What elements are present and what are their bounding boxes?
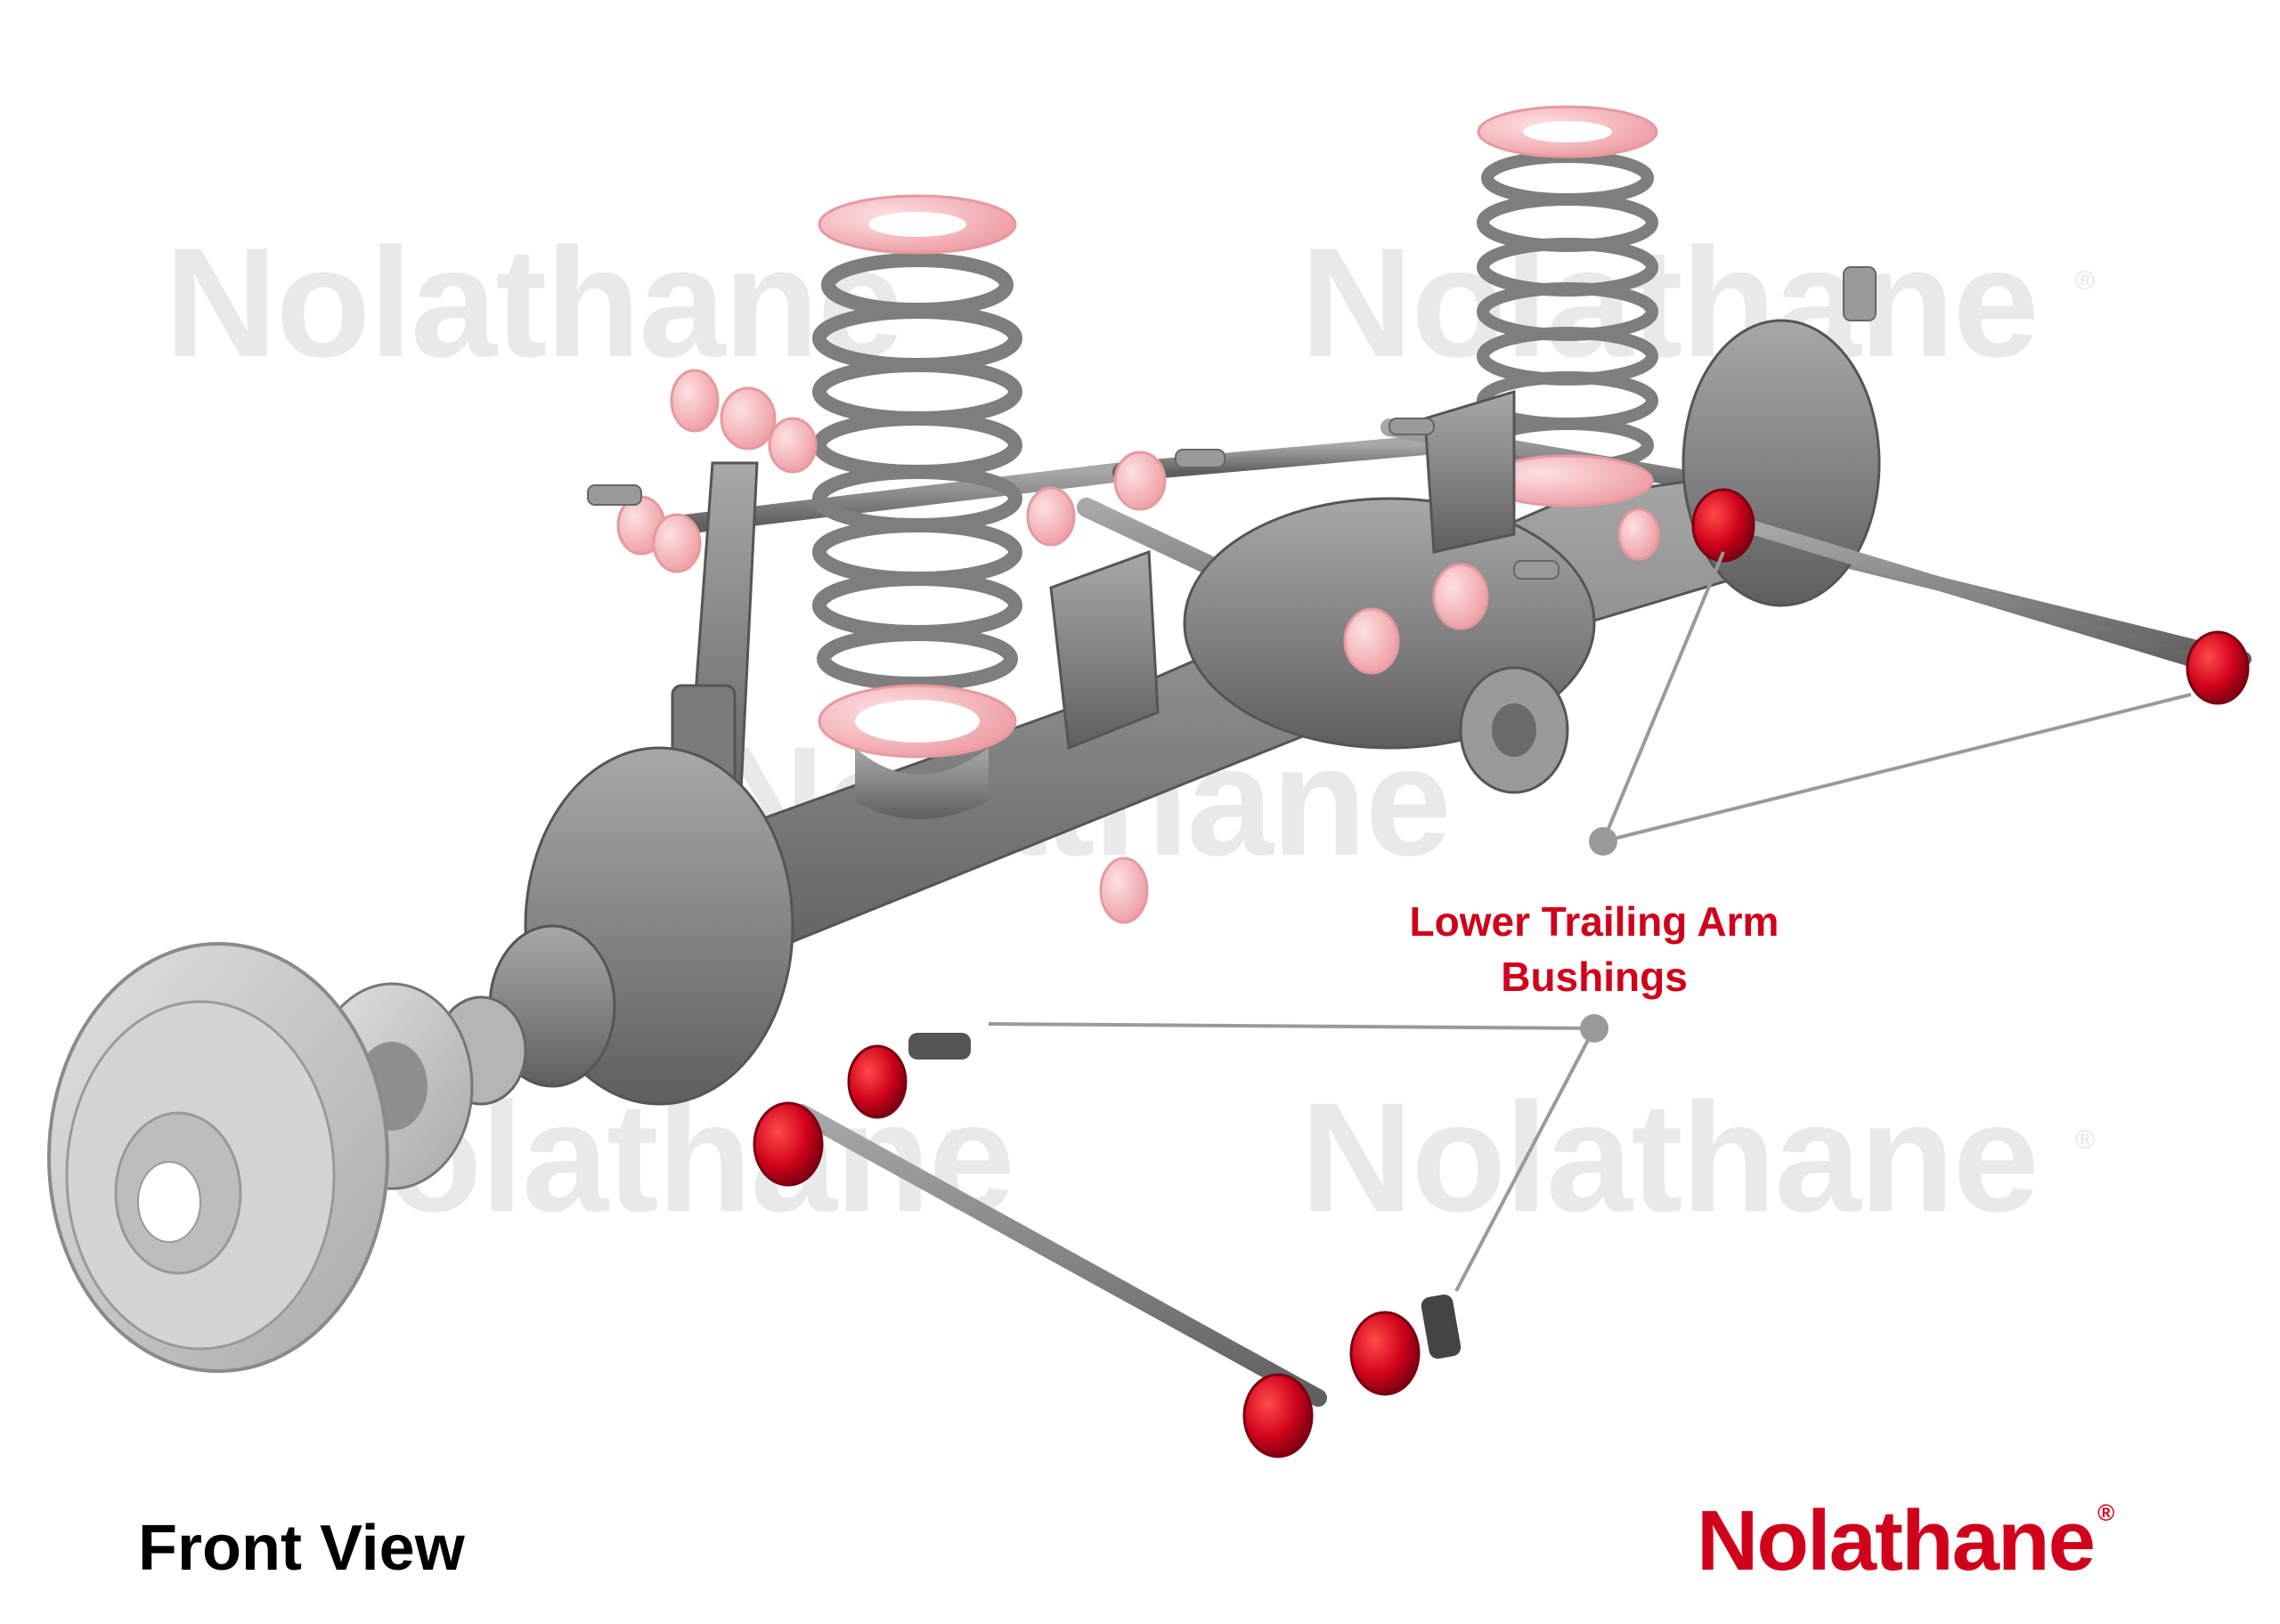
watermark-bottom-right: Nolathane bbox=[1300, 1071, 2038, 1245]
brake-rotor bbox=[47, 942, 389, 1373]
left-coil-spring bbox=[812, 253, 1022, 691]
callout-label-line2: Bushings bbox=[1501, 954, 1688, 1000]
watermark-registered-mark: ® bbox=[2075, 1125, 2095, 1155]
lower-trailing-arm-bushing bbox=[753, 1101, 824, 1187]
pin bbox=[908, 1033, 971, 1060]
callout-label-line1: Lower Trailing Arm bbox=[1409, 898, 1779, 945]
brand-name: Nolathane bbox=[1697, 1493, 2096, 1588]
watermark-registered-mark: ® bbox=[2075, 266, 2095, 296]
callout-dot bbox=[1580, 1014, 1608, 1043]
left-spring-bottom-pad-hole bbox=[855, 700, 980, 743]
right-spring-top-pad-hole bbox=[1523, 121, 1612, 142]
watermark-registered-mark: ® bbox=[944, 1125, 964, 1155]
brand-registered-mark: ® bbox=[2097, 1499, 2114, 1526]
lower-trailing-arm-bushing bbox=[1242, 1373, 1314, 1458]
lower-trailing-arm-bushing bbox=[847, 1044, 908, 1119]
pins bbox=[587, 266, 1877, 580]
watermark-top-right: Nolathane bbox=[1300, 216, 2038, 390]
callout-label: Lower Trailing Arm Bushings bbox=[1274, 894, 1915, 1004]
lower-trailing-arm-bushing bbox=[2186, 630, 2250, 705]
axle-brackets bbox=[1049, 389, 1516, 751]
left-spring-top-pad-hole bbox=[868, 212, 966, 237]
callout-leaders bbox=[988, 551, 2192, 1292]
watermark-top-left: Nolathane bbox=[165, 216, 902, 390]
lower-trailing-arms bbox=[793, 518, 2225, 1407]
view-label: Front View bbox=[138, 1513, 465, 1584]
brand-logo: Nolathane® bbox=[1697, 1492, 2114, 1590]
lower-trailing-arm-bushing bbox=[1691, 488, 1755, 563]
left-spring-seat bbox=[855, 748, 989, 819]
highlighted-bushings bbox=[753, 488, 2250, 1458]
callout-dot bbox=[1589, 827, 1617, 856]
lower-trailing-arm-bushing bbox=[1349, 1311, 1421, 1396]
pin bbox=[1421, 1294, 1462, 1360]
